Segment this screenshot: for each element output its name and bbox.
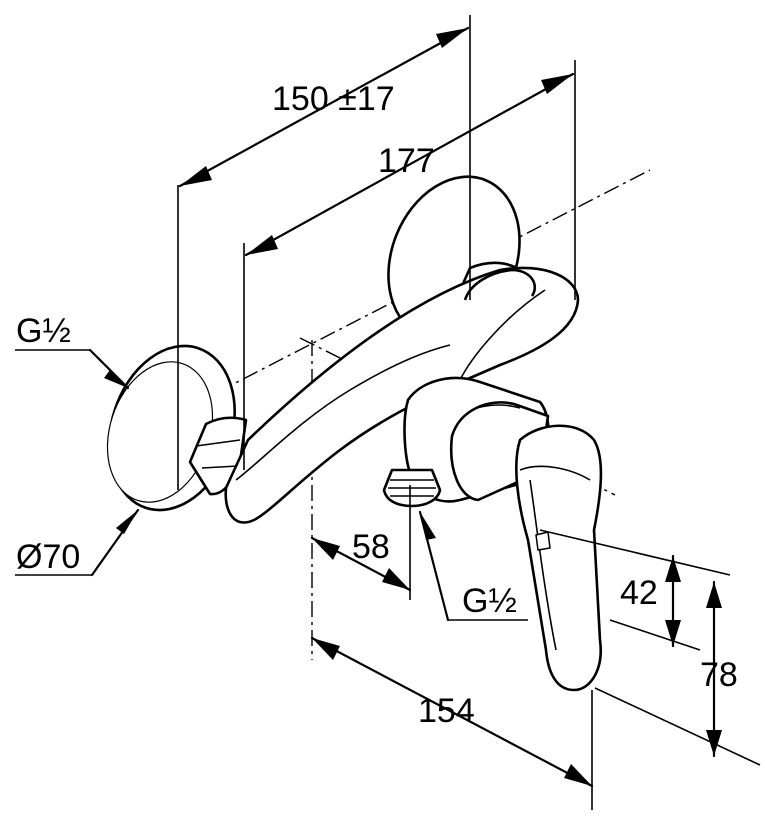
label-58: 58 [352,528,390,566]
arrow-head [104,370,128,388]
arrow-head [706,582,722,608]
dim-42 [665,554,681,648]
label-150: 150 ±17 [272,80,395,118]
leader-g12-outlet [418,510,528,622]
lever-handle [515,424,603,692]
arrow-head [665,556,681,582]
arrow-head [116,510,138,534]
outlet-thread [382,468,442,508]
leader-d70 [15,508,140,577]
dim-78 [706,580,722,758]
extension-lines [177,15,761,810]
label-42: 42 [620,574,658,612]
arrow-head [382,568,410,590]
arrow-head [564,764,592,786]
arrow-head [665,620,681,646]
arrow-head [436,28,468,48]
arrow-head [541,74,573,94]
arrow-head [246,235,278,255]
arrow-head [180,166,212,186]
arrow-head [312,538,340,560]
label-78: 78 [700,656,738,694]
dim-58 [310,536,412,592]
leader-g12-left [15,348,130,390]
arrow-head [706,730,722,756]
label-g12-outlet: G½ [462,582,517,620]
dim-150 [178,26,470,188]
dim-154 [310,636,594,788]
label-154: 154 [418,692,475,730]
label-d70: Ø70 [16,538,80,576]
arrow-head [312,638,340,660]
arrow-head [420,512,436,540]
faucet-body [224,266,580,524]
dim-177 [244,72,575,257]
label-177: 177 [378,142,435,180]
label-g12-left: G½ [16,312,71,350]
